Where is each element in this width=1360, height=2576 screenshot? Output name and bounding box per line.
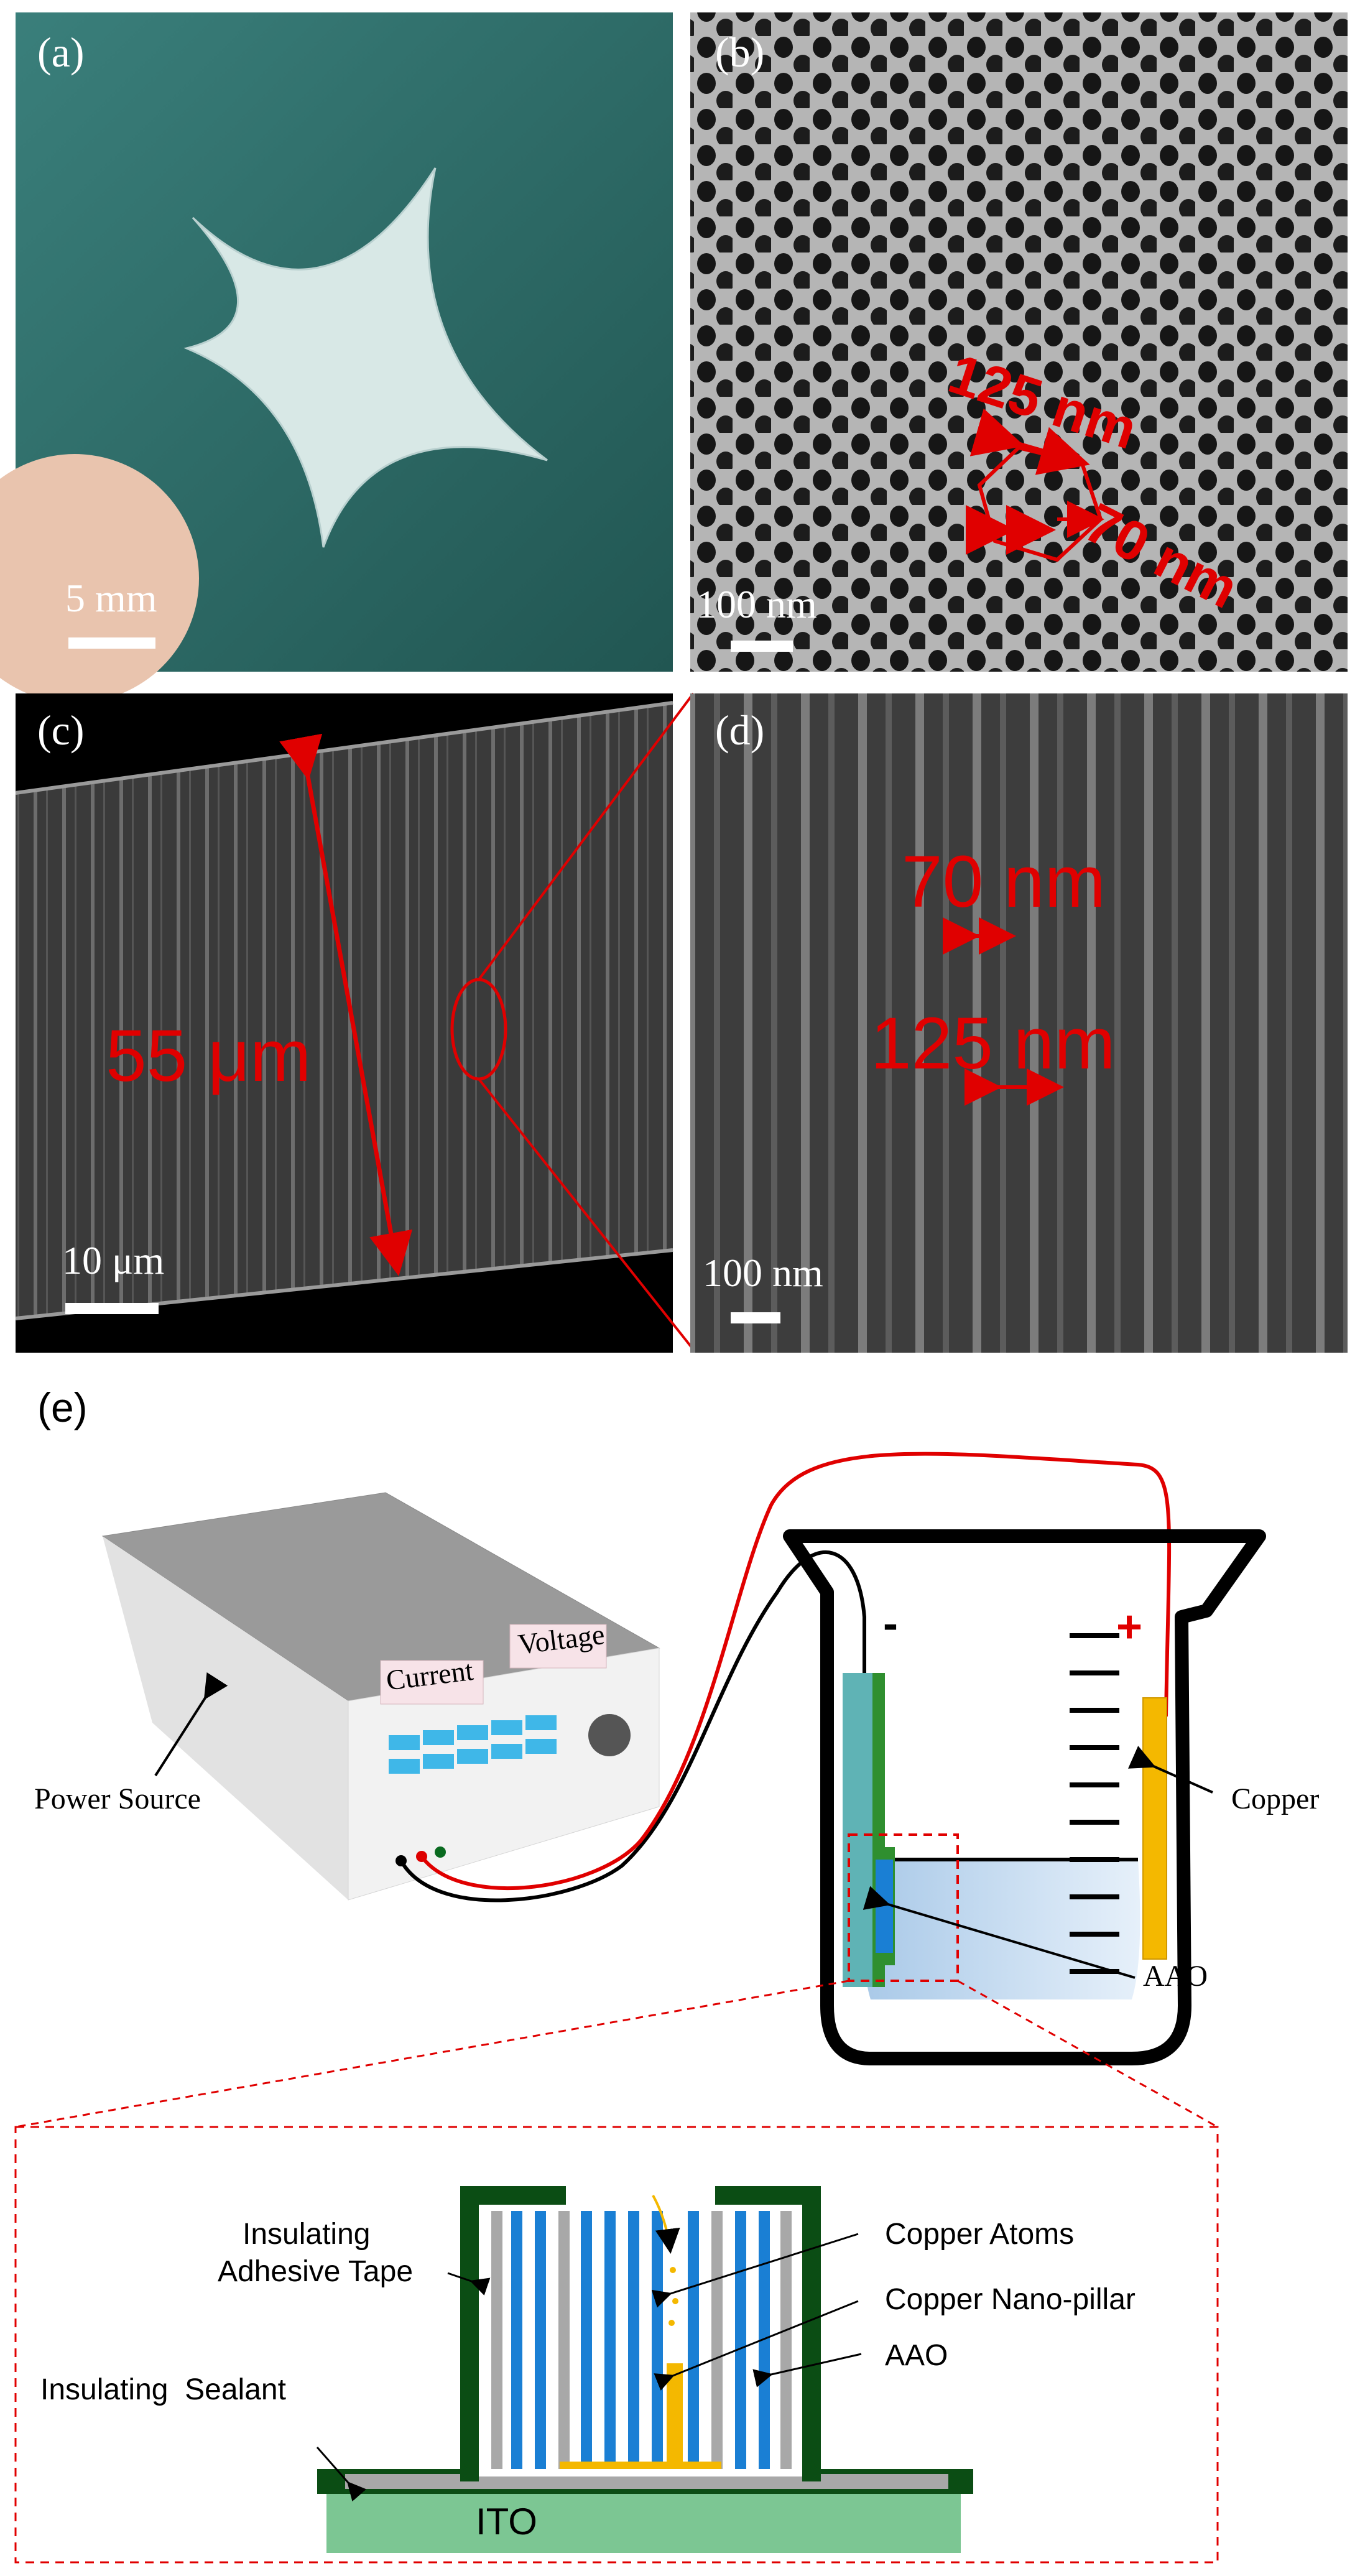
panel-d bbox=[690, 693, 1348, 1353]
inset-border bbox=[14, 2126, 1219, 2564]
copper-pillar-text: Copper Nano-pillar bbox=[885, 2283, 1136, 2316]
atoms-pointer bbox=[651, 2233, 859, 2308]
box-left-face bbox=[103, 1536, 348, 1900]
tape-pointer bbox=[447, 2272, 491, 2296]
aao-pointer bbox=[863, 1886, 1136, 1979]
copper-pointer bbox=[1127, 1746, 1213, 1794]
tape-right-step bbox=[715, 2186, 821, 2481]
tape-text-2: Adhesive Tape bbox=[218, 2255, 414, 2288]
thickness-arrow bbox=[279, 733, 413, 1276]
tape-text-1: Insulating bbox=[243, 2218, 371, 2251]
aao-inset-text: AAO bbox=[885, 2339, 948, 2372]
copper-text: Copper bbox=[1231, 1782, 1320, 1815]
aao-text: AAO bbox=[1143, 1960, 1208, 1993]
scale-c-text: 10 μm bbox=[62, 1238, 165, 1282]
electrolyte bbox=[862, 1860, 1140, 1999]
current-label-box bbox=[380, 1660, 484, 1705]
panel-c-label: (c) bbox=[37, 707, 85, 754]
atom-dot bbox=[670, 2267, 676, 2273]
panel-d-label: (d) bbox=[715, 707, 765, 754]
sealant-text: Insulating Sealant bbox=[40, 2373, 286, 2406]
inset-panel bbox=[14, 2126, 1219, 2564]
scale-d-text: 100 nm bbox=[703, 1251, 823, 1295]
dim-d-70: 70 nm bbox=[902, 841, 1106, 923]
ito-electrode bbox=[843, 1673, 872, 1987]
scale-b-text: 100 nm bbox=[696, 582, 817, 626]
sealant-pointer bbox=[316, 2447, 367, 2502]
zoom-line-top bbox=[478, 692, 695, 981]
panel-a-label: (a) bbox=[37, 29, 85, 76]
panel-c bbox=[15, 693, 673, 1353]
panel-b bbox=[690, 12, 1348, 672]
scalebar-a bbox=[68, 637, 155, 649]
power-source bbox=[101, 1492, 660, 1901]
ito-layer bbox=[326, 2494, 961, 2553]
black-wire bbox=[399, 1550, 866, 1902]
panel-b-label: (b) bbox=[715, 29, 765, 76]
ito-text: ITO bbox=[476, 2501, 537, 2542]
scalebar-d bbox=[731, 1312, 780, 1323]
copper-seed-layer bbox=[560, 2462, 721, 2469]
zoom-box bbox=[848, 1833, 959, 1982]
copper-atoms-text: Copper Atoms bbox=[885, 2218, 1075, 2251]
atom-dot bbox=[672, 2298, 678, 2304]
dim-d-125: 125 nm bbox=[871, 1003, 1116, 1085]
beaker bbox=[783, 1529, 1266, 2065]
scalebar-c bbox=[65, 1303, 159, 1314]
power-source-text: Power Source bbox=[34, 1782, 201, 1815]
inset-zoom-right bbox=[957, 1980, 1218, 2128]
sem-pore-image bbox=[690, 12, 1348, 672]
aao-inset-pointer bbox=[752, 2353, 862, 2388]
zoom-line-bottom bbox=[478, 1078, 695, 1351]
beaker-outline bbox=[783, 1529, 1266, 2065]
terminal-green bbox=[435, 1846, 446, 1858]
pillar-pointer bbox=[654, 2300, 859, 2391]
knob bbox=[588, 1714, 631, 1756]
scale-a-text: 5 mm bbox=[65, 576, 157, 620]
power-source-pointer bbox=[154, 1672, 228, 1777]
button-grid bbox=[389, 1715, 557, 1774]
membrane-sample bbox=[183, 167, 548, 548]
copper-nanopillar bbox=[667, 2363, 683, 2469]
aao-walls bbox=[491, 2211, 792, 2469]
atom-dot bbox=[668, 2320, 675, 2326]
voltage-label-box bbox=[509, 1624, 607, 1669]
plus-sign: + bbox=[1116, 1602, 1143, 1652]
panel-a bbox=[0, 12, 673, 703]
sem-stripe-image bbox=[690, 693, 1348, 1353]
inset-zoom-left bbox=[15, 1980, 849, 2128]
dim-arrow-125 bbox=[969, 408, 1090, 475]
scalebar-b bbox=[731, 641, 793, 652]
thickness-text: 55 μm bbox=[106, 1015, 312, 1097]
copper-electrode bbox=[1142, 1697, 1167, 1960]
atom-flow-arrow bbox=[652, 2195, 680, 2254]
panel-e-label: (e) bbox=[37, 1384, 88, 1430]
red-wire bbox=[420, 1452, 1172, 1891]
minus-sign: - bbox=[883, 1599, 898, 1649]
cross-section bbox=[16, 703, 673, 1318]
tape-left-step bbox=[460, 2186, 566, 2481]
